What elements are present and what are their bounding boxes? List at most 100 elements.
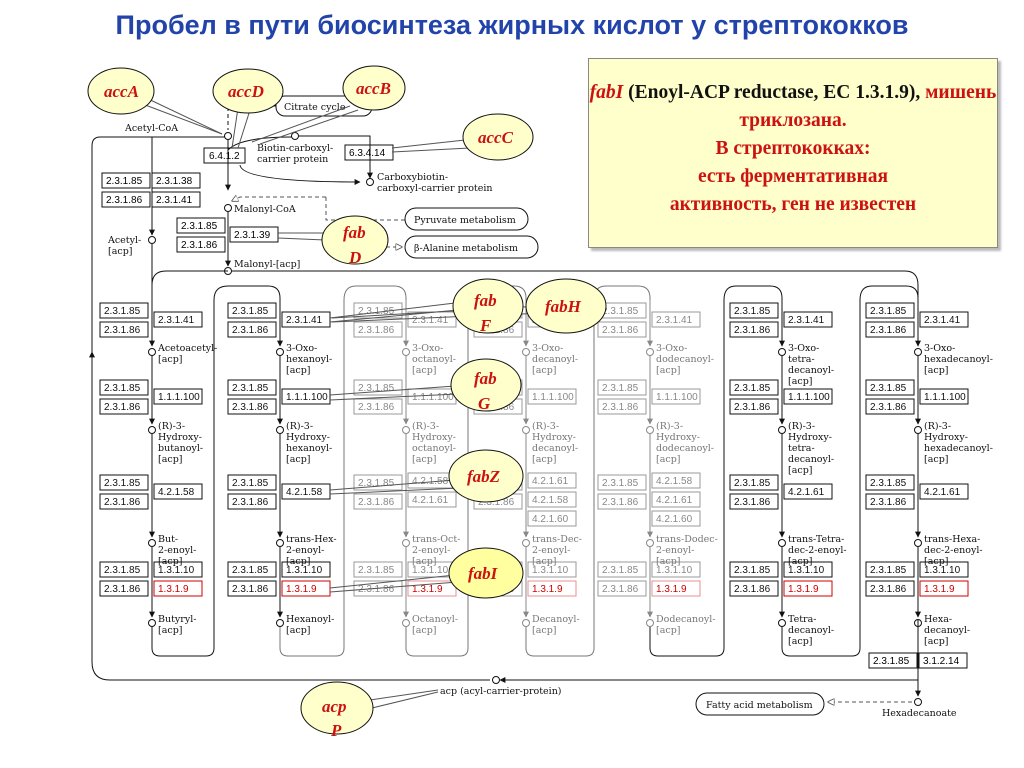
info-description: (Enoyl-ACP reductase, EC 1.3.1.9), — [623, 82, 921, 103]
callout-fabG[interactable] — [450, 358, 522, 412]
c12-c-label-2: 2-enoyl- — [656, 545, 694, 556]
c16-d-label-2: decanoyl- — [924, 625, 970, 636]
c4-a-label-1: Acetoacetyl- — [157, 343, 217, 354]
callout-accA[interactable] — [87, 67, 155, 115]
c16-b-label-3: hexadecanoyl- — [924, 443, 993, 454]
c8-ec-85-1: 2.3.1.85 — [358, 306, 395, 317]
c16-ec-1-3-1-9: 1.3.1.9 — [924, 584, 955, 595]
c12-ec-e42158-1: 4.2.1.58 — [656, 476, 693, 487]
c10-ec-e42160-3: 4.2.1.60 — [532, 514, 569, 525]
c16-d-label-3: [acp] — [924, 636, 948, 647]
c10-ec-86-3: 2.3.1.86 — [478, 497, 515, 508]
c4-d-label-1: Butyryl- — [158, 614, 196, 625]
callout-acpP-label-1: acp — [322, 697, 347, 716]
c16-ec-85-2: 2.3.1.85 — [870, 383, 907, 394]
callout-fabH-label: fabH — [545, 297, 582, 316]
c8-b-label-1: (R)-3- — [412, 421, 439, 432]
c12-a-label-1: 3-Oxo- — [656, 343, 687, 354]
c4-b-label-1: (R)-3- — [158, 421, 185, 432]
callout-fabZ[interactable] — [448, 449, 524, 503]
c6-ec-85-1: 2.3.1.85 — [232, 306, 269, 317]
c6-b-label-2: Hydroxy- — [286, 432, 330, 443]
callout-accC[interactable] — [462, 113, 534, 161]
c8-a-label-3: [acp] — [412, 365, 436, 376]
c16-c-label-2: dec-2-enoyl- — [924, 545, 983, 556]
c12-d-label-2: [acp] — [656, 625, 680, 636]
c6-ec-85-4: 2.3.1.85 — [232, 565, 269, 576]
c16-ec-86-3: 2.3.1.86 — [870, 497, 907, 508]
c10-a-label-1: 3-Oxo- — [532, 343, 563, 354]
c6-a-label-3: [acp] — [286, 365, 310, 376]
pyruvate-label: Pyruvate metabolism — [414, 215, 516, 226]
c14-b-label-5: [acp] — [788, 465, 812, 476]
callout-accD-label: accD — [228, 82, 264, 101]
fatty-acid-metabolism-label: Fatty acid metabolism — [706, 700, 813, 711]
callout-fabI[interactable] — [448, 547, 524, 599]
c4-c-label-3: [acp] — [158, 556, 182, 567]
c14-ec-85-3: 2.3.1.85 — [734, 478, 771, 489]
carboxybiotin-label-1: Carboxybiotin- — [377, 172, 448, 183]
c12-c-label-3: [acp] — [656, 556, 680, 567]
c4-a-label-2: [acp] — [158, 354, 182, 365]
c12-ec-85-1: 2.3.1.85 — [602, 306, 639, 317]
c14-c-label-2: dec-2-enoyl- — [788, 545, 847, 556]
fatty-acid-metabolism-box[interactable] — [695, 692, 825, 716]
callout-acpP-label-2: P — [330, 721, 342, 740]
c16-ec-86-2: 2.3.1.86 — [870, 402, 907, 413]
c16-ec-86-1: 2.3.1.86 — [870, 325, 907, 336]
c10-a-label-2: decanoyl- — [532, 354, 578, 365]
biotin-label-2: carrier protein — [257, 154, 328, 165]
c4-ec-e23141: 2.3.1.41 — [158, 315, 195, 326]
c12-c-label-1: trans-Dodec- — [656, 534, 718, 545]
c12-ec-e42160-3: 4.2.1.60 — [656, 514, 693, 525]
pyruvate-metabolism-box[interactable] — [404, 207, 529, 231]
acetyl-coa-label: Acetyl-CoA — [124, 123, 178, 134]
c6-ec-1-3-1-9: 1.3.1.9 — [286, 584, 317, 595]
c14-d-label-2: decanoyl- — [788, 625, 834, 636]
callout-fabG-label-2: G — [478, 394, 491, 413]
callout-accB-label: accB — [356, 79, 391, 98]
c14-ec-86-4: 2.3.1.86 — [734, 584, 771, 595]
c8-ec-85-3: 2.3.1.85 — [358, 478, 395, 489]
c14-a-label-3: decanoyl- — [788, 365, 834, 376]
c10-b-label-3: decanoyl- — [532, 443, 578, 454]
ec-2-3-1-38: 2.3.1.38 — [156, 176, 193, 187]
c16-ec-e42161: 4.2.1.61 — [924, 487, 961, 498]
callout-fabF[interactable] — [452, 278, 524, 334]
c6-a-label-1: 3-Oxo- — [286, 343, 317, 354]
alanine-label: β-Alanine metabolism — [414, 243, 518, 254]
hexadecanoate-label: Hexadecanoate — [882, 708, 957, 719]
callout-accC-label: accC — [478, 128, 514, 147]
callout-accD[interactable] — [212, 68, 284, 114]
c10-d-label-1: Decanoyl- — [532, 614, 580, 625]
callout-acpP[interactable] — [300, 681, 374, 735]
c16-b-label-1: (R)-3- — [924, 421, 951, 432]
c12-ec-1-3-1-9: 1.3.1.9 — [656, 584, 687, 595]
alanine-metabolism-box[interactable] — [404, 235, 539, 259]
c14-ec-85-1: 2.3.1.85 — [734, 306, 771, 317]
citrate-cycle-label: Citrate cycle — [284, 102, 346, 113]
c8-c-label-1: trans-Oct- — [412, 534, 460, 545]
callout-fabD[interactable] — [321, 215, 389, 265]
c16-b-label-2: Hydroxy- — [924, 432, 968, 443]
c16-ec-e111100: 1.1.1.100 — [924, 392, 966, 403]
c8-ec-e23141: 2.3.1.41 — [412, 315, 449, 326]
c4-ec-86-2: 2.3.1.86 — [104, 402, 141, 413]
c8-c-label-2: 2-enoyl- — [412, 545, 450, 556]
c10-ec-e111100: 1.1.1.100 — [532, 392, 574, 403]
callout-accB[interactable] — [342, 65, 406, 111]
c16-d-label-1: Hexa- — [924, 614, 952, 625]
c12-ec-e23141: 2.3.1.41 — [656, 315, 693, 326]
c12-b-label-4: [acp] — [656, 454, 680, 465]
c8-ec-86-1: 2.3.1.86 — [358, 325, 395, 336]
c8-d-label-1: Octanoyl- — [412, 614, 458, 625]
c14-b-label-3: tetra- — [788, 443, 815, 454]
callout-fabH[interactable] — [525, 278, 607, 334]
c10-c-label-2: 2-enoyl- — [532, 545, 570, 556]
c14-b-label-4: decanoyl- — [788, 454, 834, 465]
acetyl-acp-label-2: [acp] — [108, 246, 132, 257]
callout-fabF-label-2: F — [479, 316, 492, 335]
c4-ec-86-3: 2.3.1.86 — [104, 497, 141, 508]
c4-ec-86-1: 2.3.1.86 — [104, 325, 141, 336]
